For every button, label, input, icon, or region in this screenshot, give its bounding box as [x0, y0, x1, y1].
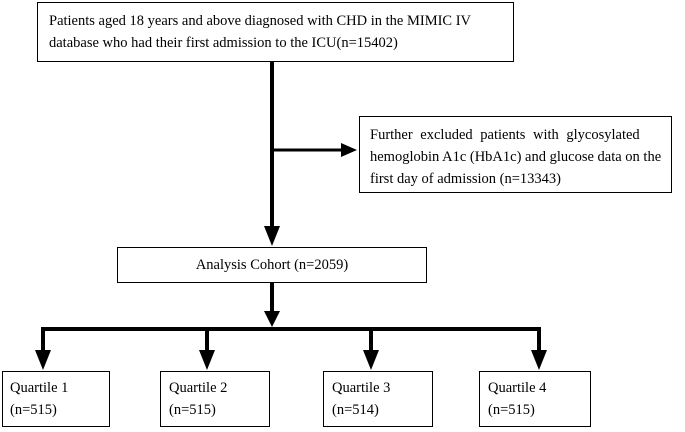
quartile-2-count: (n=515) — [169, 402, 216, 418]
analysis-cohort-label: Analysis Cohort (n=2059) — [195, 257, 349, 273]
arrowhead-quartile-4 — [531, 350, 547, 370]
quartile-4-label: Quartile 4 — [488, 380, 547, 396]
arrowhead-quartile-1 — [35, 350, 51, 370]
analysis-cohort-box: Analysis Cohort (n=2059) — [117, 247, 427, 283]
arrowhead-quartile-2 — [199, 350, 215, 370]
arrowhead-to-cohort — [264, 226, 280, 246]
quartile-1-label: Quartile 1 — [10, 380, 69, 396]
eligibility-line-2: database who had their first admission t… — [49, 35, 398, 51]
quartile-1-box: Quartile 1 (n=515) — [2, 371, 110, 427]
exclusion-box: Further excluded patients with glycosyla… — [359, 116, 672, 193]
arrowhead-cohort-split — [264, 311, 280, 327]
exclusion-line-1: Further excluded patients with glycosyla… — [370, 127, 640, 143]
eligibility-line-1: Patients aged 18 years and above diagnos… — [49, 13, 472, 29]
eligibility-box: Patients aged 18 years and above diagnos… — [37, 2, 514, 62]
exclusion-line-3: first day of admission (n=13343) — [370, 171, 562, 187]
quartile-2-box: Quartile 2 (n=515) — [160, 371, 270, 427]
quartile-2-label: Quartile 2 — [169, 380, 228, 396]
arrowhead-quartile-3 — [363, 350, 379, 370]
quartile-3-count: (n=514) — [332, 402, 379, 418]
quartile-3-box: Quartile 3 (n=514) — [323, 371, 433, 427]
quartile-1-count: (n=515) — [10, 402, 57, 418]
exclusion-line-2: hemoglobin A1c (HbA1c) and glucose data … — [370, 149, 662, 165]
quartile-3-label: Quartile 3 — [332, 380, 391, 396]
quartile-4-count: (n=515) — [488, 402, 535, 418]
arrowhead-to-exclusion — [341, 143, 357, 157]
quartile-4-box: Quartile 4 (n=515) — [479, 371, 591, 427]
